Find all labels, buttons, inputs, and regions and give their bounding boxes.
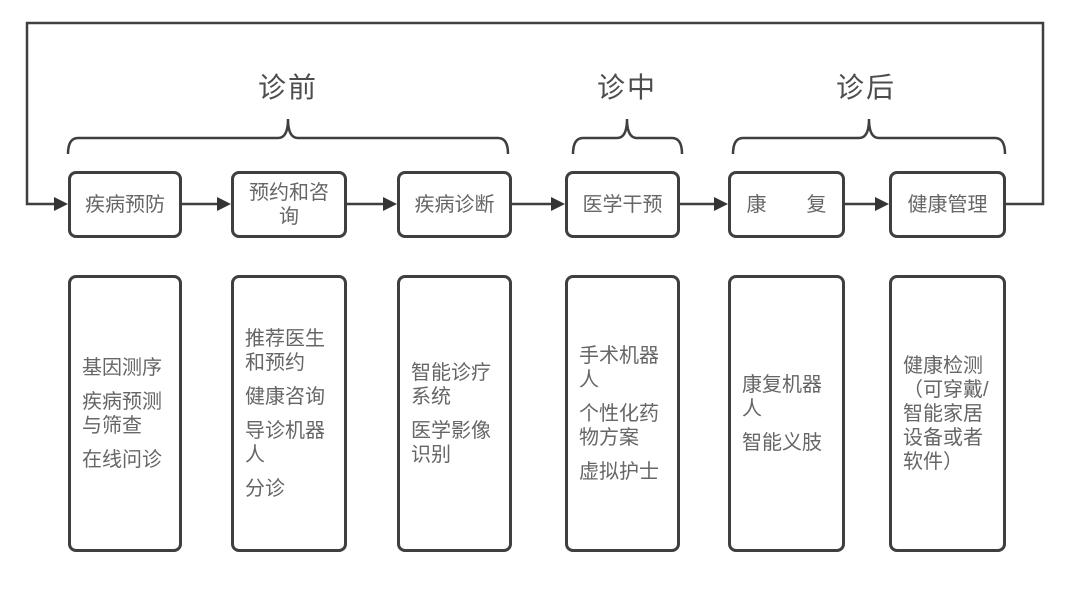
phase-label-in-diagnosis: 诊中 — [596, 73, 658, 104]
brace-in-diagnosis — [571, 118, 684, 155]
stage-box-appointment-consult: 预约和咨 询 — [231, 171, 347, 238]
phase-label-post-diagnosis: 诊后 — [835, 73, 897, 104]
stage-box-disease-prevention: 疾病预防 — [68, 171, 182, 238]
detail-box-health-management: 健康检测 （可穿戴/ 智能家居 设备或者 软件） — [889, 275, 1006, 552]
detail-item: 健康检测 （可穿戴/ 智能家居 设备或者 软件） — [903, 354, 989, 473]
detail-item: 手术机器 人 — [579, 344, 659, 391]
detail-box-disease-diagnosis: 智能诊疗 系统 医学影像 识别 — [397, 275, 512, 552]
detail-item: 健康咨询 — [245, 385, 325, 408]
brace-post-diagnosis — [731, 118, 1007, 155]
detail-item: 医学影像 识别 — [411, 419, 491, 466]
detail-item: 虚拟护士 — [579, 460, 659, 483]
detail-item: 智能诊疗 系统 — [411, 361, 491, 408]
arrow-right-icon — [714, 197, 728, 211]
detail-box-rehabilitation: 康复机器 人 智能义肢 — [728, 275, 845, 552]
detail-box-medical-intervention: 手术机器 人 个性化药 物方案 虚拟护士 — [565, 275, 680, 552]
detail-item: 在线问诊 — [82, 448, 162, 471]
stage-box-medical-intervention: 医学干预 — [565, 171, 680, 238]
arrow-right-icon — [217, 197, 231, 211]
stage-box-health-management: 健康管理 — [889, 171, 1006, 238]
detail-item: 疾病预测 与筛查 — [82, 390, 162, 437]
stage-box-disease-diagnosis: 疾病诊断 — [397, 171, 512, 238]
detail-item: 康复机器 人 — [742, 373, 822, 420]
detail-item: 推荐医生 和预约 — [245, 327, 325, 374]
stage-box-rehabilitation: 康 复 — [728, 171, 845, 238]
detail-item: 基因测序 — [82, 356, 162, 379]
detail-item: 智能义肢 — [742, 431, 822, 454]
detail-item: 个性化药 物方案 — [579, 402, 659, 449]
brace-pre-diagnosis — [66, 118, 510, 155]
detail-item: 分诊 — [245, 477, 285, 500]
detail-box-appointment-consult: 推荐医生 和预约 健康咨询 导诊机器 人 分诊 — [231, 275, 347, 552]
arrow-right-icon — [383, 197, 397, 211]
arrow-right-icon — [875, 197, 889, 211]
arrow-right-icon — [54, 197, 68, 211]
phase-label-pre-diagnosis: 诊前 — [257, 73, 319, 104]
detail-item: 导诊机器 人 — [245, 419, 325, 466]
feedback-loop-line — [25, 21, 1045, 206]
detail-box-disease-prevention: 基因测序 疾病预测 与筛查 在线问诊 — [68, 275, 182, 552]
arrow-right-icon — [551, 197, 565, 211]
